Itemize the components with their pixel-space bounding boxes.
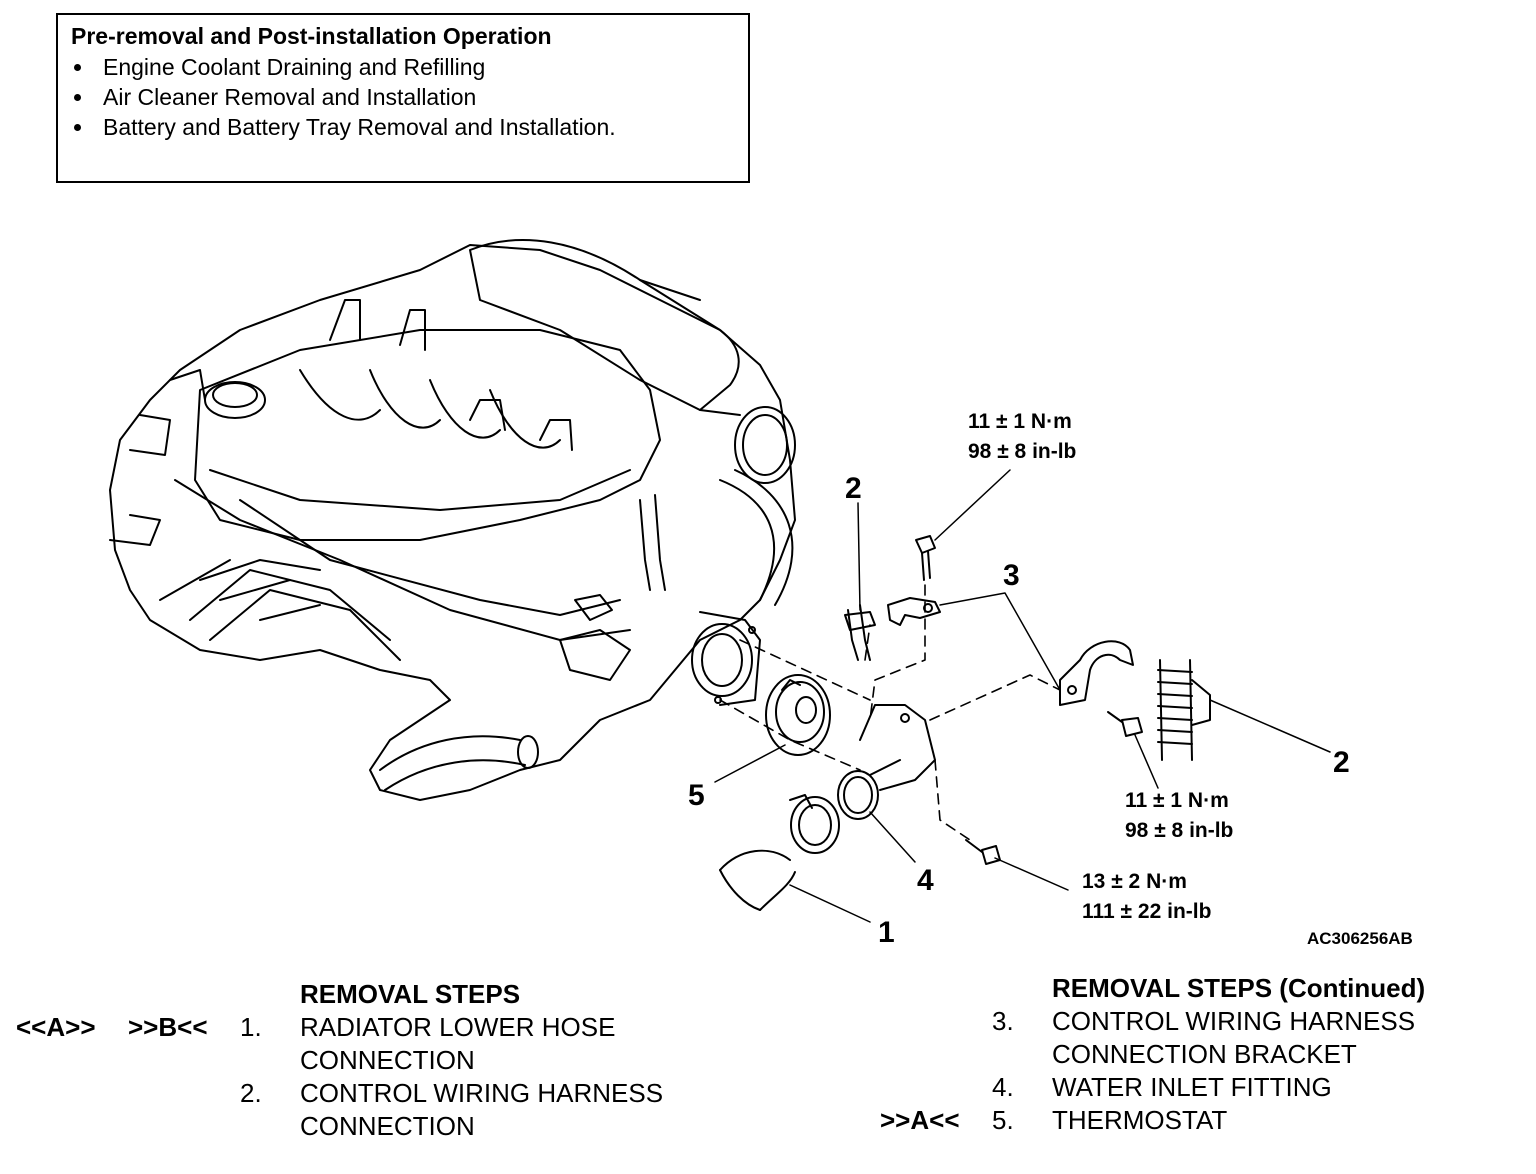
step-number: 4. [992,1072,1014,1102]
removal-step: 3. CONTROL WIRING HARNESS CONNECTION BRA… [860,1005,1520,1071]
engine-illustration [109,239,796,801]
hose-clamp-part [789,794,840,854]
torque-spec-top-metric: 11 ± 1 N·m [968,410,1072,433]
torque-spec-bottom-imperial: 111 ± 22 in-lb [1082,900,1211,923]
step-text-line: CONNECTION [300,1111,475,1141]
pre-removal-box: Pre-removal and Post-installation Operat… [56,13,750,183]
bolt-icon [1107,711,1143,737]
callout-3: 3 [1003,559,1020,592]
torque-spec-right-metric: 11 ± 1 N·m [1125,789,1229,812]
bullet-icon [74,94,81,101]
figure-reference-code: AC306256AB [1307,929,1413,948]
step-number: 3. [992,1006,1014,1036]
callout-4: 4 [917,864,934,897]
removal-steps-continued-title: REMOVAL STEPS (Continued) [1052,973,1426,1003]
removal-step: 2. CONTROL WIRING HARNESS CONNECTION [0,1077,760,1143]
step-text-line: WATER INLET FITTING [1052,1072,1332,1102]
bracket-part [887,597,941,626]
pre-removal-item: Battery and Battery Tray Removal and Ins… [71,112,748,142]
bullet-icon [74,64,81,71]
removal-step: 4. WATER INLET FITTING [860,1071,1520,1104]
torque-spec-top-imperial: 98 ± 8 in-lb [968,440,1076,463]
bolt-icon [965,839,1001,865]
harness-clamp-part [1059,640,1134,706]
bullet-icon [74,124,81,131]
removal-step: <<A>> >>B<< 1. RADIATOR LOWER HOSE CONNE… [0,1011,760,1077]
pre-removal-item: Air Cleaner Removal and Installation [71,82,748,112]
step-reference-mark: >>A<< [880,1105,960,1135]
step-number: 1. [240,1012,262,1042]
removal-steps-left: REMOVAL STEPS <<A>> >>B<< 1. RADIATOR LO… [0,978,760,1143]
radiator-lower-hose-part [719,849,796,911]
pre-removal-title: Pre-removal and Post-installation Operat… [71,23,552,49]
removal-step: >>A<< 5. THERMOSTAT [860,1104,1520,1137]
exploded-view-diagram: 2 3 2 5 4 1 11 ± 1 N·m 98 ± 8 in-lb 11 ±… [109,239,1413,949]
pre-removal-item: Engine Coolant Draining and Refilling [71,52,748,82]
callout-2-right: 2 [1333,746,1350,779]
callout-1: 1 [878,916,895,949]
removal-steps-right: REMOVAL STEPS (Continued) 3. CONTROL WIR… [860,972,1520,1137]
thermostat-part [765,674,831,756]
torque-spec-bottom-metric: 13 ± 2 N·m [1082,870,1187,893]
assembly-guide-lines [719,584,1061,841]
water-inlet-fitting-part [837,704,936,820]
step-text-line: THERMOSTAT [1052,1105,1228,1135]
leader-lines [714,469,1331,923]
step-reference-mark: >>B<< [128,1012,208,1042]
step-text-line: RADIATOR LOWER HOSE [300,1012,616,1042]
step-text-line: CONTROL WIRING HARNESS [300,1078,664,1108]
step-number: 5. [992,1105,1014,1135]
removal-steps-title: REMOVAL STEPS [300,979,521,1009]
callout-2-upper: 2 [845,472,862,505]
step-text-line: CONNECTION [300,1045,475,1075]
step-text-line: CONTROL WIRING HARNESS [1052,1006,1416,1036]
harness-connector-part [844,604,876,661]
torque-spec-right-imperial: 98 ± 8 in-lb [1125,819,1233,842]
callout-5: 5 [688,779,705,812]
bolt-icon [915,535,936,581]
corrugated-harness-part [1157,659,1211,761]
pre-removal-list: Engine Coolant Draining and Refilling Ai… [71,52,748,142]
step-number: 2. [240,1078,262,1108]
step-text-line: CONNECTION BRACKET [1052,1039,1357,1069]
step-reference-mark: <<A>> [16,1012,96,1042]
